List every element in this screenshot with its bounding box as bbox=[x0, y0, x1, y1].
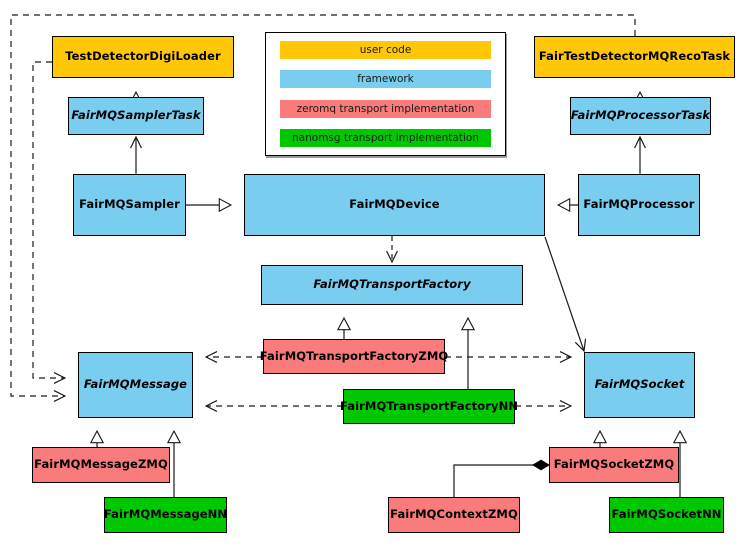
legend-label-framework: framework bbox=[357, 73, 414, 86]
class-label: TestDetectorDigiLoader bbox=[65, 49, 221, 64]
class-node-fairmqdevice[interactable]: FairMQDevice bbox=[244, 174, 545, 236]
edge-device-to-socket bbox=[544, 236, 584, 351]
edge-digiloader-to-message bbox=[32, 61, 65, 378]
class-label: FairMQDevice bbox=[349, 197, 440, 212]
class-node-fairmqsocketzmq[interactable]: FairMQSocketZMQ bbox=[549, 447, 679, 483]
class-label: FairMQSampler bbox=[79, 197, 180, 212]
class-label: FairMQTransportFactoryZMQ bbox=[259, 348, 449, 363]
legend: user code framework zeromq transport imp… bbox=[265, 32, 506, 156]
class-label: FairMQMessageZMQ bbox=[34, 457, 168, 472]
legend-label-user-code: user code bbox=[359, 44, 412, 56]
legend-item-nanomsg: nanomsg transport implementation bbox=[280, 128, 491, 147]
edge-socketzmq-to-contextzmq bbox=[453, 459, 550, 497]
class-node-fairmqtransportfactorynn[interactable]: FairMQTransportFactoryNN bbox=[339, 389, 519, 424]
class-node-fairmqprocessor[interactable]: FairMQProcessor bbox=[578, 174, 700, 236]
legend-item-user-code: user code bbox=[280, 41, 491, 59]
legend-shadow bbox=[266, 156, 507, 158]
class-label: FairMQTransportFactoryNN bbox=[339, 398, 519, 413]
class-node-fairmqcontextzmq[interactable]: FairMQContextZMQ bbox=[388, 497, 520, 533]
class-node-fairmqprocessortask[interactable]: FairMQProcessorTask bbox=[570, 97, 711, 135]
class-node-fairmqsocket[interactable]: FairMQSocket bbox=[584, 352, 695, 418]
class-label: FairMQProcessorTask bbox=[570, 108, 711, 123]
class-label: FairTestDetectorMQRecoTask bbox=[538, 49, 731, 64]
class-label: FairMQContextZMQ bbox=[390, 507, 518, 522]
legend-item-framework: framework bbox=[280, 70, 491, 89]
class-node-fairmqmessagenn[interactable]: FairMQMessageNN bbox=[104, 497, 227, 533]
class-node-fairmqmessage[interactable]: FairMQMessage bbox=[78, 352, 193, 418]
class-node-fairmqtransportfactoryzmq[interactable]: FairMQTransportFactoryZMQ bbox=[260, 339, 448, 374]
class-node-fairmqsocketnn[interactable]: FairMQSocketNN bbox=[609, 497, 724, 533]
class-label: FairMQSocketNN bbox=[611, 507, 722, 522]
legend-label-nanomsg: nanomsg transport implementation bbox=[292, 131, 479, 144]
class-node-fairmqsamplertask[interactable]: FairMQSamplerTask bbox=[68, 97, 204, 135]
class-node-fairmqtransportfactory[interactable]: FairMQTransportFactory bbox=[261, 265, 523, 305]
legend-label-zeromq: zeromq transport implementation bbox=[296, 102, 475, 115]
class-node-fairmqmessagezmq[interactable]: FairMQMessageZMQ bbox=[32, 447, 170, 483]
class-node-fairmqsampler[interactable]: FairMQSampler bbox=[73, 174, 186, 236]
class-label: FairMQMessage bbox=[83, 377, 188, 392]
class-node-fairtestdetectormqrecotask[interactable]: FairTestDetectorMQRecoTask bbox=[534, 36, 735, 78]
class-label: FairMQProcessor bbox=[583, 197, 695, 212]
class-label: FairMQTransportFactory bbox=[313, 277, 471, 292]
class-node-testdetectordigiloader[interactable]: TestDetectorDigiLoader bbox=[52, 36, 234, 78]
class-label: FairMQSamplerTask bbox=[71, 108, 201, 123]
class-label: FairMQSocketZMQ bbox=[553, 457, 675, 472]
class-label: FairMQSocket bbox=[594, 377, 685, 392]
legend-item-zeromq: zeromq transport implementation bbox=[280, 99, 491, 118]
class-label: FairMQMessageNN bbox=[103, 507, 228, 522]
